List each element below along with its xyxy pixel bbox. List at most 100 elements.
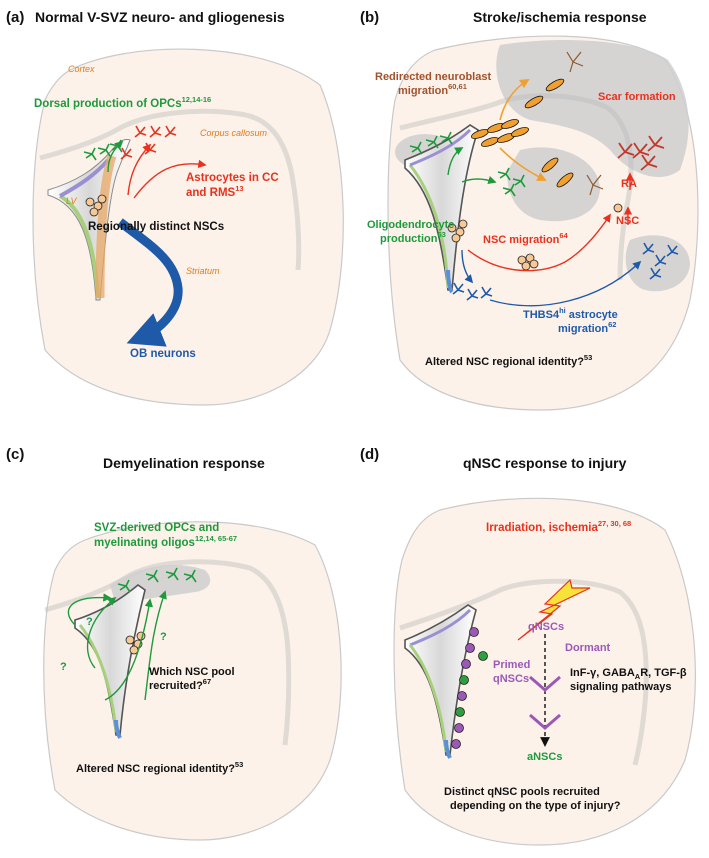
corpus-callosum-d (399, 578, 649, 766)
oligo-label-b-1: Oligodendrocyte (367, 219, 454, 231)
opc-cells-a (83, 139, 123, 161)
nsc-cell-a-1 (85, 197, 95, 207)
irradiation-label: Irradiation, ischemia27, 30, 68 (486, 519, 631, 534)
nsc-cell-a-2 (93, 201, 103, 211)
lv-blue-tip-b (446, 269, 454, 294)
distinct-label-2: depending on the type of injury? (450, 800, 621, 812)
lv-lateral-wall-c (78, 624, 118, 733)
lv-label: LV (66, 196, 78, 206)
striatum-label: Striatum (186, 266, 220, 276)
altered-label-c: Altered NSC regional identity?53 (76, 760, 243, 775)
question-c-3: ? (60, 661, 67, 673)
ra-label: RA (621, 178, 637, 190)
panel-a-letter: (a) (6, 9, 24, 26)
panel-b-letter: (b) (360, 9, 379, 26)
question-c-1: ? (86, 616, 93, 628)
signaling-label-1: InF-γ, GABAAR, TGF-β (570, 667, 687, 681)
which-label-c-2: recruited?67 (149, 677, 211, 692)
panel-c-title: Demyelination response (103, 455, 265, 471)
panel-c-letter: (c) (6, 446, 24, 463)
opc-arrow-c-3 (104, 598, 154, 701)
nsc-cell-a-3 (89, 207, 99, 217)
lv-blue-tip-c (114, 719, 122, 739)
primed-label-1: Primed (493, 659, 530, 671)
lv-medial-wall-d (409, 608, 472, 647)
opc-arrow-c-4 (144, 590, 167, 701)
oligo-arrow-b-1 (447, 147, 464, 176)
which-label-c-1: Which NSC pool (149, 666, 235, 678)
opc-arrow-a (107, 140, 124, 173)
panel-b: (b) Stroke/ischemia response Redirected … (360, 9, 699, 411)
ob-arrow-a (117, 218, 183, 347)
signaling-label-2: signaling pathways (570, 681, 671, 693)
panel-a: (a) Normal V-SVZ neuro- and gliogenesis … (6, 9, 344, 406)
oligo-label-b-2: production63 (380, 230, 446, 245)
corpus-callosum-label: Corpus callosum (200, 128, 268, 138)
corpus-callosum-a (39, 108, 302, 271)
scar-astrocytes-b (617, 135, 665, 171)
ansc-label: aNSCs (527, 751, 562, 763)
ob-label: OB neurons (130, 348, 196, 360)
astro-arrow-a-1 (127, 143, 152, 196)
redirected-label-2: migration60,61 (398, 82, 467, 97)
lv-lateral-wall-b (408, 164, 450, 289)
neuron-cells-b (566, 51, 604, 196)
altered-label-b: Altered NSC regional identity?53 (425, 353, 592, 368)
opc-arrow-c-2 (86, 596, 117, 669)
lv-medial-wall-a (59, 158, 110, 198)
thbs4-label-1: THBS4hi astrocyte (523, 306, 618, 321)
opc-label-c-2: myelinating oligos12,14, 65-67 (94, 534, 237, 549)
chevron-2-d (529, 713, 561, 730)
astro-arrow-a-2 (133, 159, 207, 199)
dormant-label: Dormant (565, 642, 611, 654)
oligo-cells-b (409, 131, 526, 197)
qnsc-pool-cells-d (451, 627, 479, 749)
astro-label-a-2: and RMS13 (186, 184, 244, 199)
scar-label: Scar formation (598, 91, 676, 103)
opc-label-a: Dorsal production of OPCs12,14-16 (34, 95, 211, 110)
nsc-cells-b (447, 203, 623, 271)
question-c-2: ? (160, 631, 167, 643)
oligo-arrow-b-2 (461, 176, 497, 185)
astro-blue-arrow-b-2 (489, 260, 642, 307)
nsc-migration-arrow-b (467, 213, 611, 272)
opc-label-c-1: SVZ-derived OPCs and (94, 522, 219, 534)
lv-orange-wall-a (95, 154, 117, 299)
panel-d-letter: (d) (360, 446, 379, 463)
lv-blue-tip-d (444, 739, 452, 759)
damage-region-b-1 (496, 40, 689, 178)
astro-label-a-1: Astrocytes in CC (186, 172, 279, 184)
nsc-label-a: Regionally distinct NSCs (88, 221, 224, 233)
panel-b-title: Stroke/ischemia response (473, 9, 647, 25)
qnscs-label: qNSCs (528, 621, 564, 633)
chevron-1-d (529, 675, 561, 692)
distinct-label-1: Distinct qNSC pools recruited (444, 786, 600, 798)
thbs4-astrocytes-b (452, 242, 679, 301)
neuroblast-arrow-b-2 (499, 147, 547, 181)
nsc-migration-label: NSC migration64 (483, 231, 569, 246)
redirected-label-1: Redirected neuroblast (375, 71, 491, 83)
nsc-label-b: NSC (616, 215, 639, 227)
damage-region-b-2 (507, 147, 600, 222)
opc-arrow-c-1 (67, 593, 112, 626)
cortex-label: Cortex (68, 64, 95, 74)
opc-cells-c (117, 567, 197, 593)
panel-d-title: qNSC response to injury (463, 455, 627, 471)
lv-lateral-wall-d (408, 644, 448, 753)
lv-medial-wall-b (409, 128, 472, 167)
corpus-callosum-b (399, 93, 634, 281)
neuroblast-cells-b (471, 78, 574, 188)
panel-a-title: Normal V-SVZ neuro- and gliogenesis (35, 9, 285, 25)
lightning-bolt-icon (517, 578, 591, 641)
neuroblast-arrow-b-1 (499, 78, 530, 121)
astrocyte-cells-a (120, 125, 177, 160)
brain-outline-a (32, 48, 344, 406)
primed-label-2: qNSCs (493, 673, 529, 685)
activated-cells-d (455, 651, 488, 717)
panel-c: (c) Demyelination response SVZ-derived O… (6, 446, 342, 841)
thbs4-label-2: migration62 (558, 320, 616, 335)
nsc-cell-a-4 (97, 194, 107, 204)
astro-blue-arrow-b-1 (461, 249, 474, 284)
panel-d: (d) qNSC response to injury Irradiation,… (360, 446, 696, 846)
